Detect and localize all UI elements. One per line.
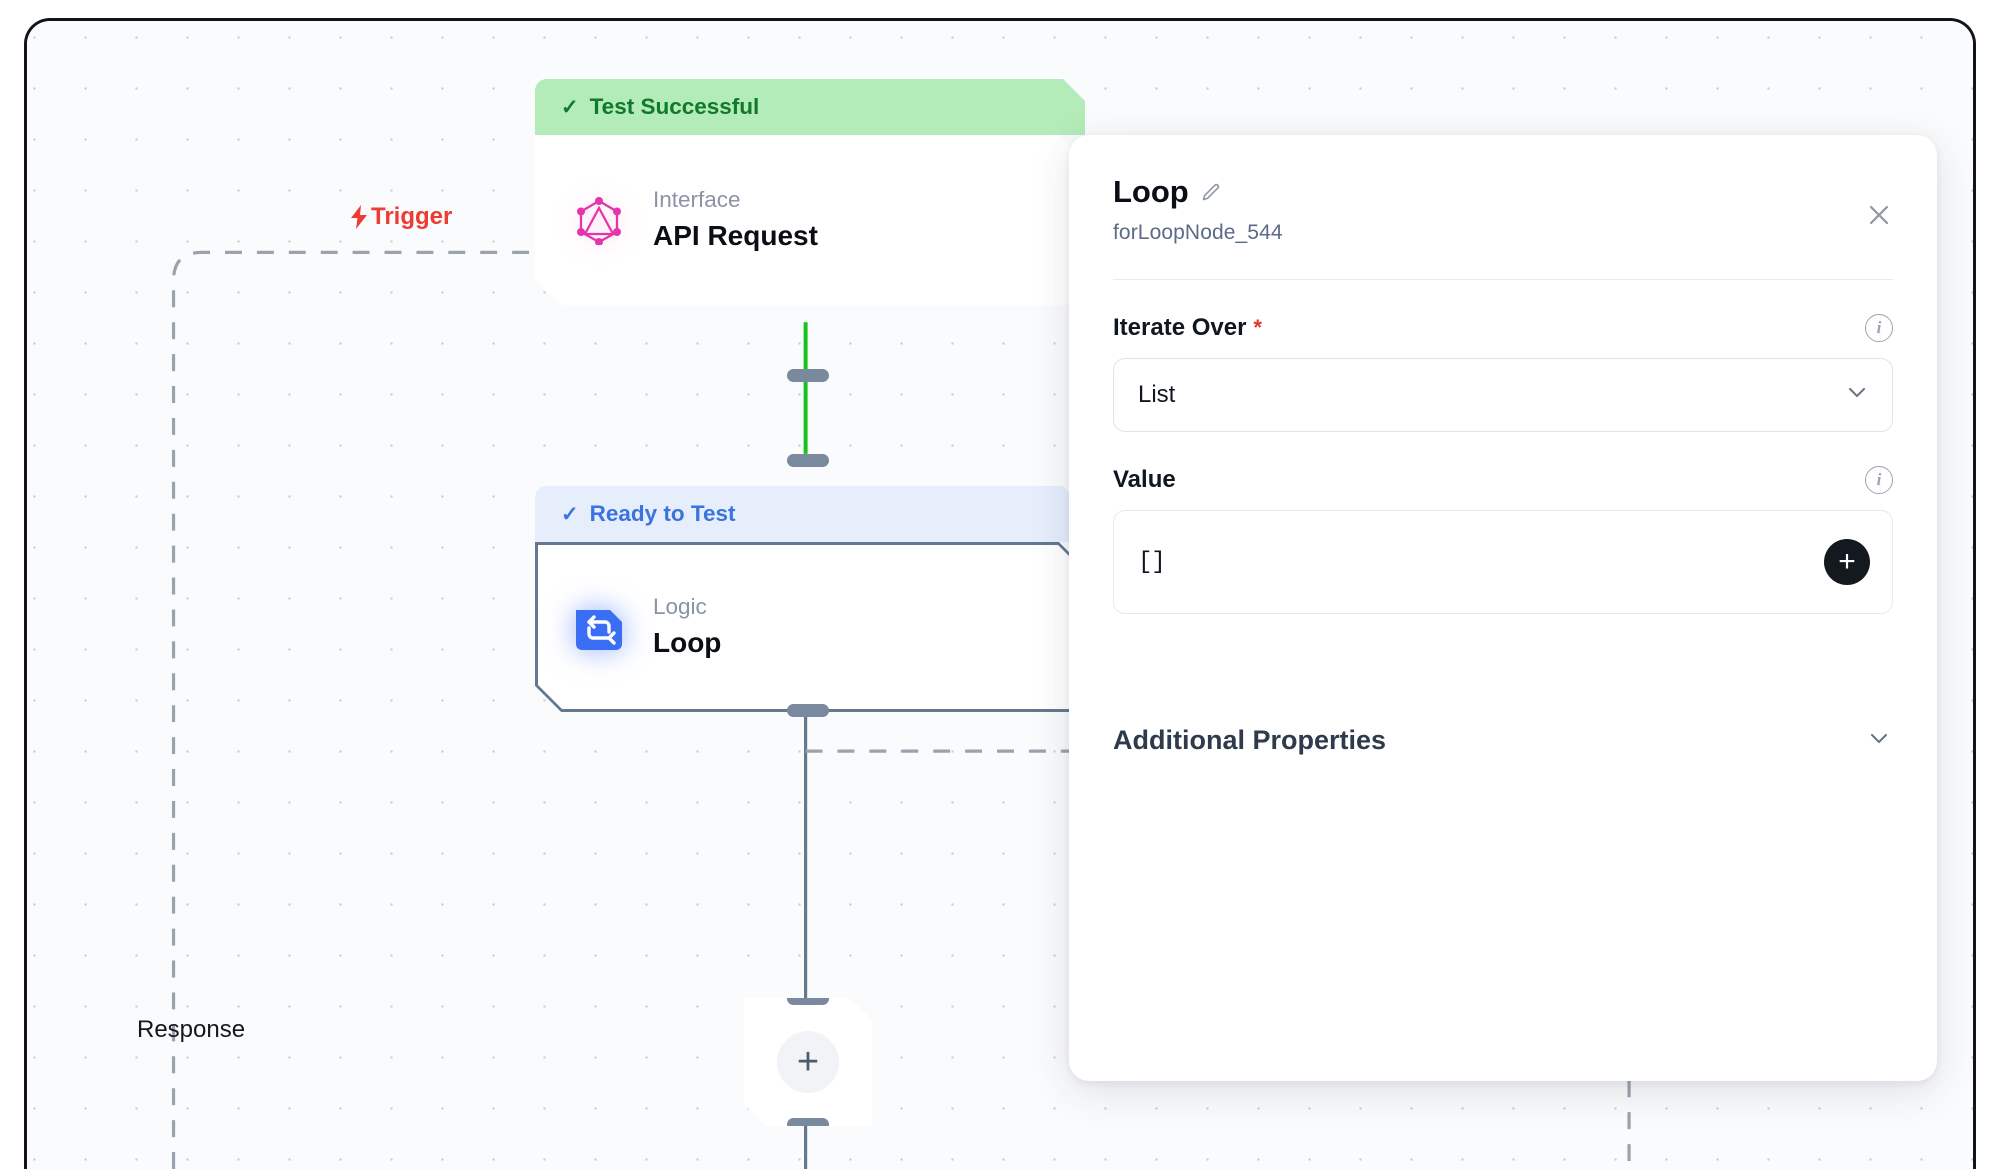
node-handle-target-add[interactable] xyxy=(787,992,829,1005)
node-text-loop: Logic Loop xyxy=(653,593,721,662)
node-text-api-request: Interface API Request xyxy=(653,186,818,255)
node-id-text: forLoopNode_544 xyxy=(1113,221,1283,245)
additional-properties-toggle[interactable]: Additional Properties xyxy=(1113,724,1893,757)
node-handle-source-api-request[interactable] xyxy=(787,369,829,382)
iterate-over-value: List xyxy=(1138,381,1176,409)
divider xyxy=(1113,279,1893,281)
value-text: [] xyxy=(1138,548,1166,576)
field-label-row: Iterate Over * i xyxy=(1113,314,1893,343)
trigger-label-text: Trigger xyxy=(371,203,453,230)
pencil-icon[interactable] xyxy=(1199,180,1223,204)
field-label-row: Value i xyxy=(1113,466,1893,495)
node-title: API Request xyxy=(653,219,818,251)
node-inspector-panel: Loop forLoopNode_544 xyxy=(1069,135,1937,1081)
check-icon: ✓ xyxy=(561,502,579,526)
plus-icon[interactable]: + xyxy=(777,1031,839,1093)
chevron-down-icon xyxy=(1844,379,1870,412)
check-icon: ✓ xyxy=(561,95,579,119)
node-status-api-request: ✓ Test Successful xyxy=(535,79,1085,135)
additional-properties-label: Additional Properties xyxy=(1113,725,1387,756)
node-title: Loop xyxy=(653,626,722,658)
chevron-down-icon xyxy=(1865,724,1893,757)
close-icon[interactable] xyxy=(1859,195,1899,235)
field-label-text: Value xyxy=(1113,466,1176,494)
inspector-header: Loop forLoopNode_544 xyxy=(1113,174,1893,245)
node-surface xyxy=(538,545,1082,709)
field-label-text: Iterate Over xyxy=(1113,314,1247,342)
node-body-loop[interactable]: Logic Loop xyxy=(535,542,1085,712)
iterate-over-select[interactable]: List xyxy=(1113,358,1893,433)
node-category: Interface xyxy=(653,186,741,212)
workflow-canvas[interactable]: Trigger Response ✓ Test Successful xyxy=(27,21,1973,1169)
loop-icon xyxy=(571,599,627,655)
node-category: Logic xyxy=(653,593,707,619)
app-window: Trigger Response ✓ Test Successful xyxy=(24,18,1976,1169)
field-label: Value xyxy=(1113,466,1176,494)
inspector-title-row: Loop xyxy=(1113,174,1893,209)
field-iterate-over: Iterate Over * i List xyxy=(1113,314,1893,433)
value-input[interactable]: [] + xyxy=(1113,510,1893,615)
info-icon[interactable]: i xyxy=(1865,314,1893,343)
node-handle-source-add[interactable] xyxy=(787,1118,829,1131)
response-label: Response xyxy=(137,1016,246,1043)
info-icon[interactable]: i xyxy=(1865,466,1893,495)
page-title: Loop xyxy=(1113,174,1189,209)
field-value: Value i [] + xyxy=(1113,466,1893,615)
node-status-label: Test Successful xyxy=(589,94,760,119)
node-body-api-request[interactable]: Interface API Request xyxy=(535,135,1085,305)
node-handle-source-loop[interactable] xyxy=(787,704,829,717)
add-value-button[interactable]: + xyxy=(1824,539,1870,586)
graphql-icon xyxy=(571,192,627,248)
trigger-label: Trigger xyxy=(349,203,452,231)
node-handle-target-loop[interactable] xyxy=(787,454,829,467)
field-label: Iterate Over * xyxy=(1113,314,1262,342)
node-api-request[interactable]: ✓ Test Successful xyxy=(535,79,1085,382)
node-status-label: Ready to Test xyxy=(589,501,736,526)
add-node-button[interactable]: + xyxy=(744,998,872,1126)
lightning-bolt-icon xyxy=(349,205,369,229)
node-loop[interactable]: ✓ Ready to Test xyxy=(535,454,1085,717)
node-status-loop: ✓ Ready to Test xyxy=(535,486,1085,542)
required-marker: * xyxy=(1253,315,1262,341)
